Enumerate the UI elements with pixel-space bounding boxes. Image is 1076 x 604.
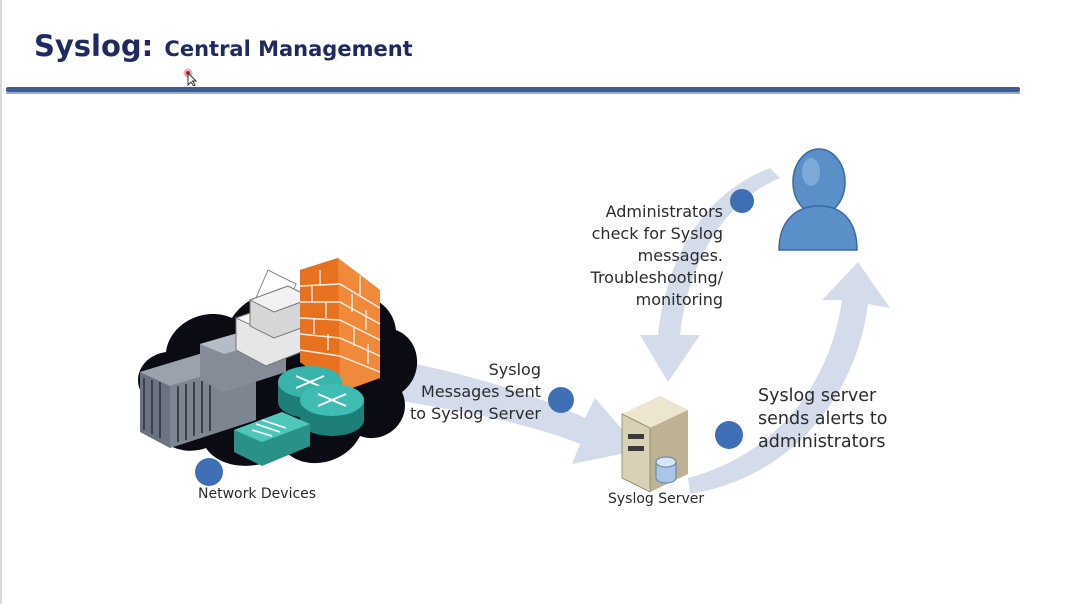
slide-left-edge	[0, 0, 2, 604]
step-dot-network	[195, 458, 223, 486]
admin-check-note: Administrators check for Syslog messages…	[590, 202, 723, 309]
network-devices-label: Network Devices	[198, 486, 317, 502]
alerts-note: Syslog server sends alerts to administra…	[758, 386, 888, 452]
title-rule	[6, 87, 1020, 92]
pointer-cursor-icon	[183, 68, 198, 86]
syslog-server-label: Syslog Server	[608, 491, 705, 507]
flow-arrow-admin-to-server	[640, 168, 780, 382]
flow-arrow-server-to-admin	[688, 262, 890, 494]
server-icon	[621, 396, 688, 493]
step-dot-messages	[548, 387, 574, 413]
firewall-icon	[299, 258, 381, 392]
switch-icon	[234, 412, 310, 466]
title-sub: Central Management	[164, 37, 413, 61]
title-main: Syslog:	[34, 29, 154, 63]
admin-user-icon	[778, 148, 858, 251]
router-icon	[278, 366, 364, 436]
printer-icon	[234, 269, 314, 367]
messages-sent-note: Syslog Messages Sent to Syslog Server	[409, 360, 541, 423]
step-dot-alerts	[715, 421, 743, 449]
flow-arrow-devices-to-server	[395, 360, 640, 464]
step-dot-admin	[730, 189, 754, 213]
title-rule-shadow	[6, 92, 1020, 94]
page-title: Syslog: Central Management	[34, 26, 413, 64]
